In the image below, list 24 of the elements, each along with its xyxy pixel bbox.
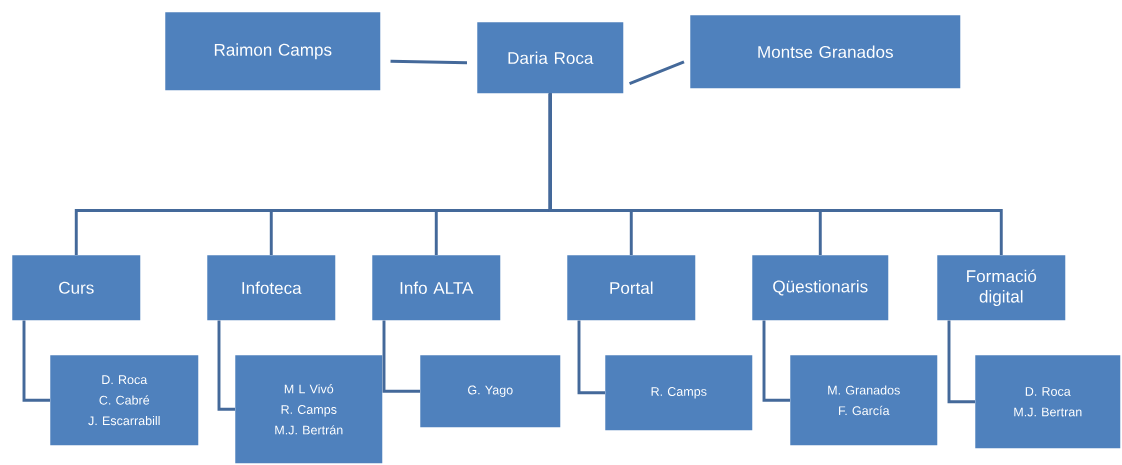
project-box: Infoteca: [207, 255, 336, 321]
project-box: Info ALTA: [372, 255, 501, 321]
team-box: M. Granados F. García: [790, 355, 938, 446]
connector-line: [382, 320, 420, 393]
project-box: Portal: [567, 255, 696, 321]
project-box: Qüestionaris: [752, 255, 889, 321]
team-box: M L Vivó R. Camps M.J. Bertrán: [235, 355, 383, 464]
connector-line: [947, 320, 975, 404]
connector-line: [22, 320, 50, 402]
person-box: Montse Granados: [690, 15, 961, 89]
connector-line: [548, 93, 1003, 255]
project-box: Formació digital: [937, 255, 1066, 321]
team-box: R. Camps: [605, 355, 753, 431]
connector-line: [762, 320, 790, 402]
person-box: Daria Roca: [477, 22, 624, 94]
team-box: D. Roca M.J. Bertran: [975, 355, 1121, 449]
connector-line: [390, 59, 468, 65]
team-box: D. Roca C. Cabré J. Escarrabill: [50, 355, 199, 446]
connector-line: [629, 60, 685, 85]
person-box: Raimon Camps: [165, 12, 381, 91]
connector-line: [217, 320, 235, 411]
team-box: G. Yago: [420, 355, 561, 428]
connector-line: [577, 320, 605, 395]
project-box: Curs: [12, 255, 141, 321]
